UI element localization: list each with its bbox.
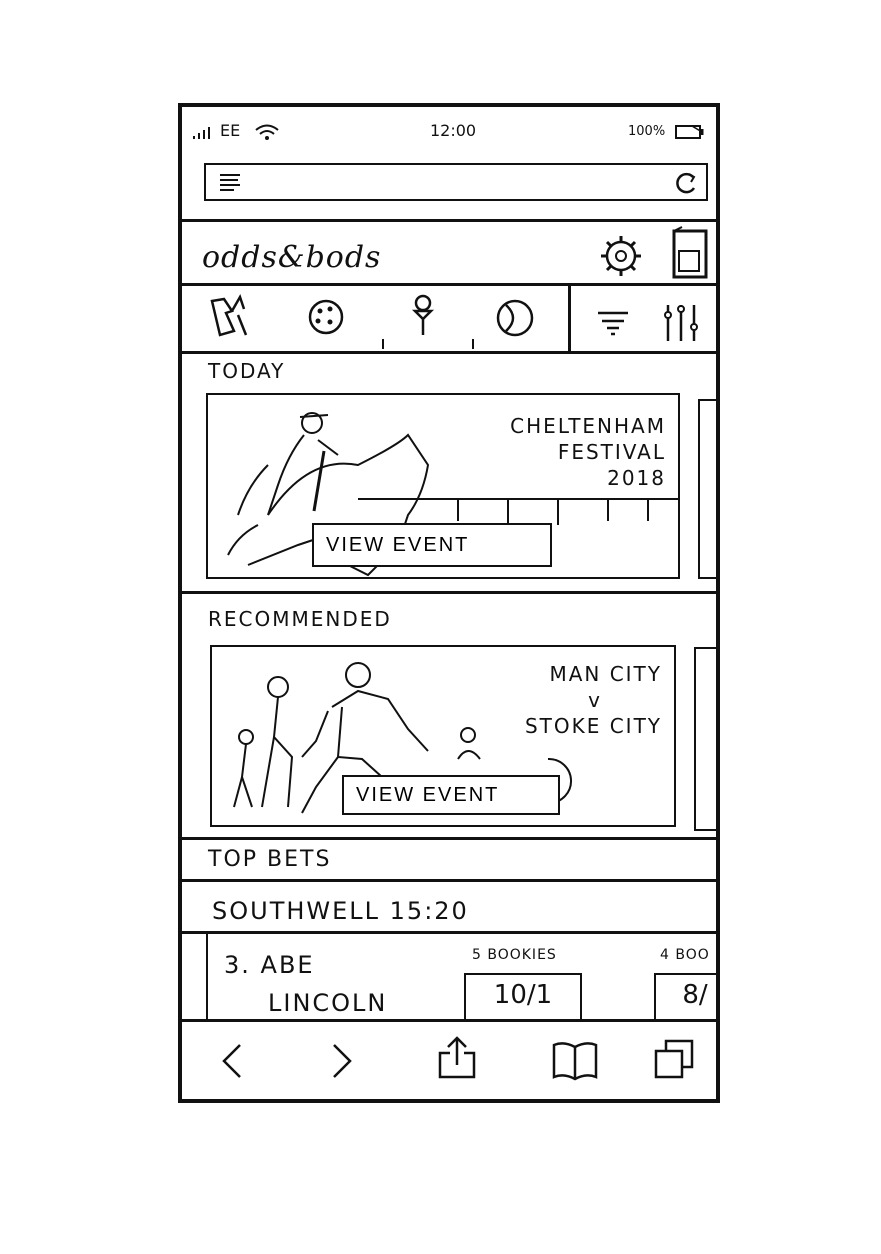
signal-icon bbox=[193, 127, 210, 139]
battery-percent: 100% bbox=[628, 124, 666, 139]
title-line: FESTIVAL bbox=[557, 440, 666, 464]
featured-event-card[interactable]: CHELTENHAM FESTIVAL 2018 VIEW EVENT bbox=[206, 393, 680, 579]
bookmaker-count: 4 BOO bbox=[660, 947, 710, 963]
view-event-button[interactable]: VIEW EVENT bbox=[312, 523, 552, 567]
divider bbox=[182, 591, 716, 594]
divider bbox=[568, 285, 571, 353]
horse-racing-illustration bbox=[227, 412, 678, 577]
phone-frame: EE 12:00 100% odds&bods bbox=[178, 103, 720, 1103]
betslip-icon[interactable] bbox=[670, 225, 710, 283]
recommended-label: RECOMMENDED bbox=[208, 607, 392, 631]
share-icon[interactable] bbox=[436, 1035, 480, 1081]
horse-racing-icon[interactable] bbox=[204, 291, 254, 343]
race-label[interactable]: SOUTHWELL 15:20 bbox=[212, 897, 469, 925]
football-icon[interactable] bbox=[306, 297, 346, 337]
runner-row[interactable]: 3. ABE LINCOLN 5 BOOKIES 10/1 4 BOO 8/ bbox=[206, 933, 716, 1021]
featured-event-title: CHELTENHAM FESTIVAL 2018 bbox=[510, 413, 666, 491]
runner-name-line2: LINCOLN bbox=[268, 989, 388, 1017]
divider bbox=[182, 283, 716, 286]
settings-sliders-icon[interactable] bbox=[660, 299, 702, 345]
tab-tick bbox=[472, 339, 474, 349]
divider bbox=[182, 351, 716, 354]
clock: 12:00 bbox=[430, 121, 477, 140]
tabs-icon[interactable] bbox=[652, 1037, 696, 1081]
today-label: TODAY bbox=[208, 359, 286, 383]
divider bbox=[182, 931, 716, 934]
tennis-icon[interactable] bbox=[494, 297, 536, 339]
tab-tick bbox=[382, 339, 384, 349]
gear-icon[interactable] bbox=[596, 231, 646, 281]
battery-icon bbox=[675, 125, 704, 139]
title-line: 2018 bbox=[607, 466, 666, 490]
odds-button[interactable]: 8/ bbox=[654, 973, 716, 1021]
football-illustration bbox=[233, 662, 572, 814]
reload-icon[interactable] bbox=[674, 171, 700, 195]
next-card-peek[interactable] bbox=[694, 647, 716, 831]
next-card-peek[interactable] bbox=[698, 399, 716, 579]
address-bar[interactable] bbox=[204, 163, 708, 201]
filter-icon[interactable] bbox=[596, 309, 632, 337]
app-logo[interactable]: odds&bods bbox=[202, 240, 382, 275]
carrier-label: EE bbox=[220, 121, 241, 140]
runner-name-line1: 3. ABE bbox=[224, 951, 315, 979]
divider bbox=[182, 837, 716, 840]
title-line: v bbox=[588, 688, 602, 712]
top-bets-label: TOP BETS bbox=[208, 847, 332, 872]
menu-icon[interactable] bbox=[218, 171, 244, 193]
bookmarks-icon[interactable] bbox=[552, 1039, 598, 1081]
recommended-event-card[interactable]: MAN CITY v STOKE CITY VIEW EVENT bbox=[210, 645, 676, 827]
divider bbox=[182, 219, 716, 222]
divider bbox=[182, 879, 716, 882]
recommended-event-title: MAN CITY v STOKE CITY bbox=[525, 661, 662, 739]
divider bbox=[182, 1019, 716, 1022]
bookmaker-count: 5 BOOKIES bbox=[472, 947, 557, 963]
title-line: CHELTENHAM bbox=[510, 414, 666, 438]
odds-button[interactable]: 10/1 bbox=[464, 973, 582, 1021]
status-bar: EE 12:00 100% bbox=[182, 115, 716, 145]
title-line: STOKE CITY bbox=[524, 714, 662, 738]
back-icon[interactable] bbox=[218, 1041, 246, 1081]
forward-icon[interactable] bbox=[328, 1041, 356, 1081]
wifi-icon bbox=[255, 124, 279, 140]
golf-icon[interactable] bbox=[408, 293, 438, 339]
title-line: MAN CITY bbox=[549, 662, 662, 686]
view-event-button[interactable]: VIEW EVENT bbox=[342, 775, 560, 815]
